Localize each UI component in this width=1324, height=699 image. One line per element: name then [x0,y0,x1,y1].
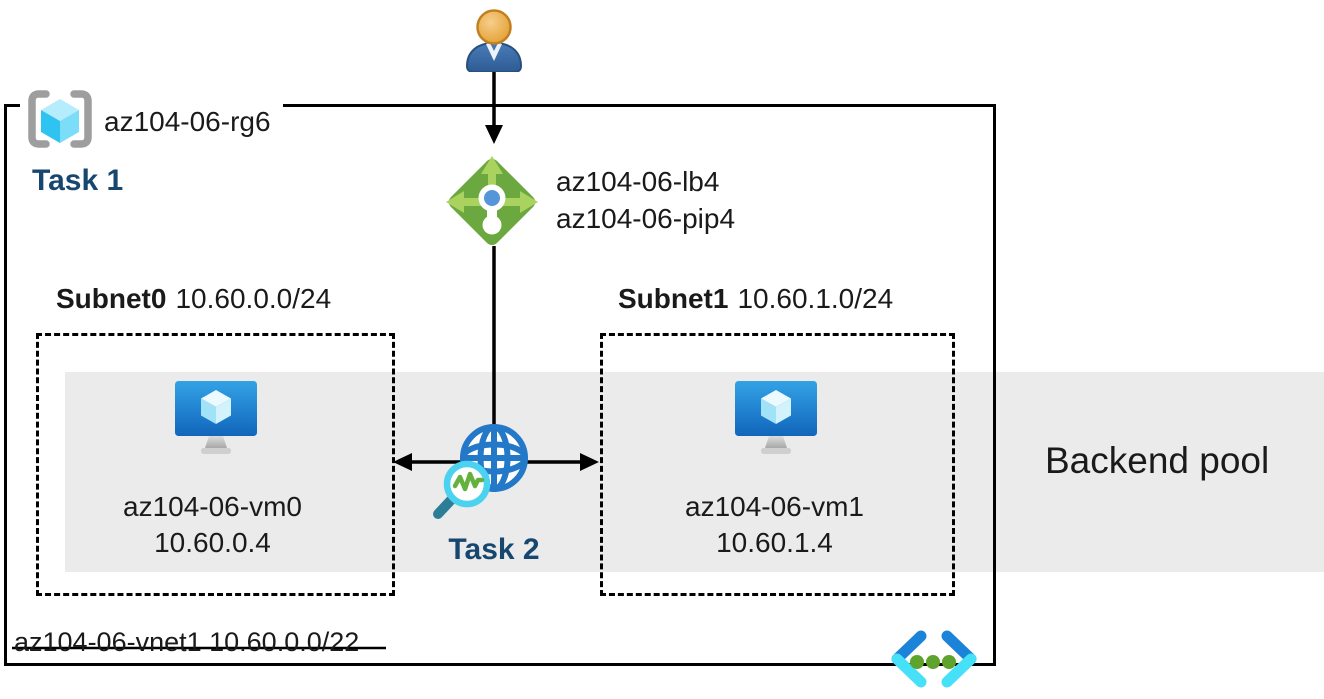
user-icon [465,9,523,72]
vm0-ip: 10.60.0.4 [154,527,271,558]
load-balancer-icon [446,156,538,246]
subnet1-cidr: 10.60.1.0/24 [737,283,894,314]
vm1-ip: 10.60.1.4 [716,527,833,558]
subnet1-box [600,333,955,596]
vm0-name: az104-06-vm0 [123,491,302,522]
backend-pool-band [65,372,1324,572]
subnet0-label: Subnet0 10.60.0.0/24 [56,283,331,315]
subnet1-name: Subnet1 [618,283,729,314]
subnet1-label: Subnet1 10.60.1.0/24 [618,283,893,315]
virtual-machine-icon [735,381,817,454]
network-watcher-icon [433,424,528,519]
vnet-label: az104-06-vnet1 10.60.0.0/22 [14,627,360,657]
resource-group-icon [20,85,100,160]
resource-group-box [4,104,996,666]
backend-pool-label: Backend pool [1045,440,1270,481]
public-ip-name: az104-06-pip4 [556,203,736,234]
load-balancer-labels: az104-06-lb4 az104-06-pip4 [556,163,735,237]
vm1-label: az104-06-vm1 10.60.1.4 [600,489,949,561]
load-balancer-name: az104-06-lb4 [556,166,720,197]
virtual-network-icon [891,630,977,688]
task1-label: Task 1 [32,164,124,197]
vm1-name: az104-06-vm1 [685,491,864,522]
subnet0-cidr: 10.60.0.0/24 [175,283,332,314]
task2-label: Task 2 [448,533,540,566]
virtual-machine-icon [175,381,257,454]
resource-group-name: az104-06-rg6 [100,103,283,141]
vm0-label: az104-06-vm0 10.60.0.4 [36,489,389,561]
subnet0-name: Subnet0 [56,283,167,314]
